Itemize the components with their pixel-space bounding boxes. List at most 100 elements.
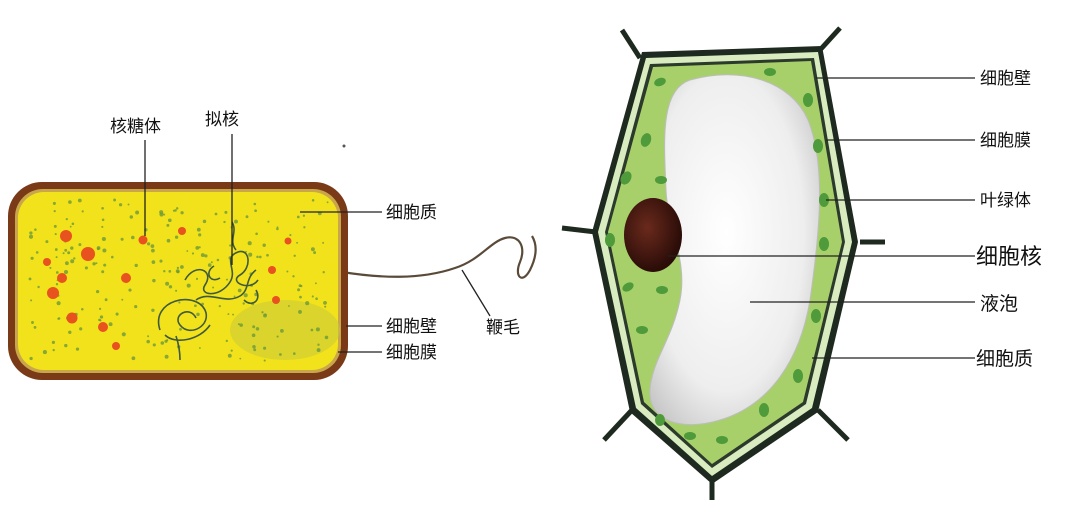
- bacterium-leader-lines: [144, 134, 491, 353]
- chloroplast: [819, 193, 829, 207]
- granule: [54, 248, 58, 251]
- granule: [302, 214, 306, 217]
- granule: [101, 236, 106, 242]
- granule: [69, 225, 72, 228]
- granule: [229, 244, 232, 247]
- granule: [237, 323, 240, 326]
- granule: [152, 278, 156, 283]
- granule: [108, 322, 113, 327]
- granule: [63, 269, 69, 275]
- granule: [314, 282, 317, 285]
- granule: [276, 227, 279, 231]
- granule: [194, 304, 197, 308]
- granule: [166, 238, 171, 243]
- granule: [247, 241, 252, 246]
- granule: [121, 332, 126, 337]
- granule: [287, 305, 290, 307]
- granule: [81, 210, 84, 213]
- granule: [31, 321, 34, 324]
- chloroplast: [811, 309, 821, 323]
- granule: [326, 201, 329, 204]
- granule: [252, 345, 256, 349]
- granule: [198, 347, 201, 349]
- label-nucleoid: 拟核: [205, 110, 239, 130]
- granule: [101, 218, 105, 222]
- ribosome: [81, 247, 95, 261]
- granule: [33, 325, 37, 329]
- granule: [64, 343, 68, 348]
- granule: [300, 284, 303, 288]
- granule: [178, 301, 181, 304]
- granule: [164, 354, 169, 359]
- granule: [316, 348, 321, 353]
- granule: [65, 261, 69, 266]
- granule: [151, 248, 155, 253]
- granule: [239, 357, 242, 360]
- granule: [245, 215, 249, 219]
- granule: [168, 285, 173, 289]
- granule: [95, 262, 98, 265]
- label-flagellum: 鞭毛: [486, 318, 520, 338]
- granule: [198, 246, 201, 249]
- label-cell-wall: 细胞壁: [386, 317, 437, 337]
- plant-cell: 细胞壁 细胞膜 叶绿体 细胞核 液泡 细胞质: [561, 26, 1042, 500]
- granule: [243, 293, 248, 298]
- granule: [175, 289, 178, 292]
- granule: [131, 235, 135, 240]
- granule: [134, 305, 138, 309]
- granule: [120, 237, 124, 241]
- granule: [245, 250, 247, 253]
- chloroplast: [684, 432, 696, 440]
- granule: [92, 262, 96, 266]
- granule: [51, 340, 56, 345]
- granule: [279, 353, 282, 356]
- granule: [111, 255, 114, 259]
- granule: [298, 309, 302, 314]
- adjacent-walls: [561, 26, 885, 500]
- granule: [195, 277, 199, 281]
- granule: [166, 223, 170, 227]
- granule: [101, 206, 104, 210]
- granule: [166, 339, 169, 342]
- chloroplast: [622, 282, 634, 292]
- granule: [232, 313, 235, 316]
- stray-dot: [342, 144, 346, 148]
- granule: [261, 311, 264, 314]
- granule: [115, 312, 119, 316]
- granule: [55, 283, 59, 286]
- granule: [163, 269, 166, 273]
- granule: [204, 254, 208, 258]
- granule: [198, 233, 202, 237]
- granule: [84, 266, 88, 270]
- granule: [180, 211, 184, 215]
- granule: [262, 243, 266, 247]
- granule: [267, 220, 270, 223]
- granule: [223, 220, 226, 224]
- granule: [227, 313, 230, 316]
- ribosomes: [43, 227, 292, 350]
- granule: [52, 201, 56, 205]
- granule: [95, 289, 100, 294]
- granule: [310, 328, 314, 332]
- label-chloroplast: 叶绿体: [980, 191, 1031, 211]
- granule: [172, 209, 175, 212]
- granule: [135, 210, 140, 215]
- granule: [167, 218, 172, 223]
- granule: [322, 271, 325, 274]
- granule: [175, 207, 179, 210]
- granule: [151, 308, 155, 312]
- ribosome: [272, 296, 280, 304]
- label-ribosome: 核糖体: [110, 117, 161, 137]
- granule: [104, 298, 108, 302]
- granule: [242, 302, 245, 305]
- granule: [311, 295, 314, 298]
- ribosome: [112, 342, 120, 350]
- granule: [289, 234, 292, 237]
- granule: [37, 285, 40, 289]
- granule: [179, 327, 182, 331]
- ribosome: [43, 258, 51, 266]
- granule: [216, 258, 220, 262]
- granule: [55, 256, 58, 259]
- granule: [310, 247, 315, 252]
